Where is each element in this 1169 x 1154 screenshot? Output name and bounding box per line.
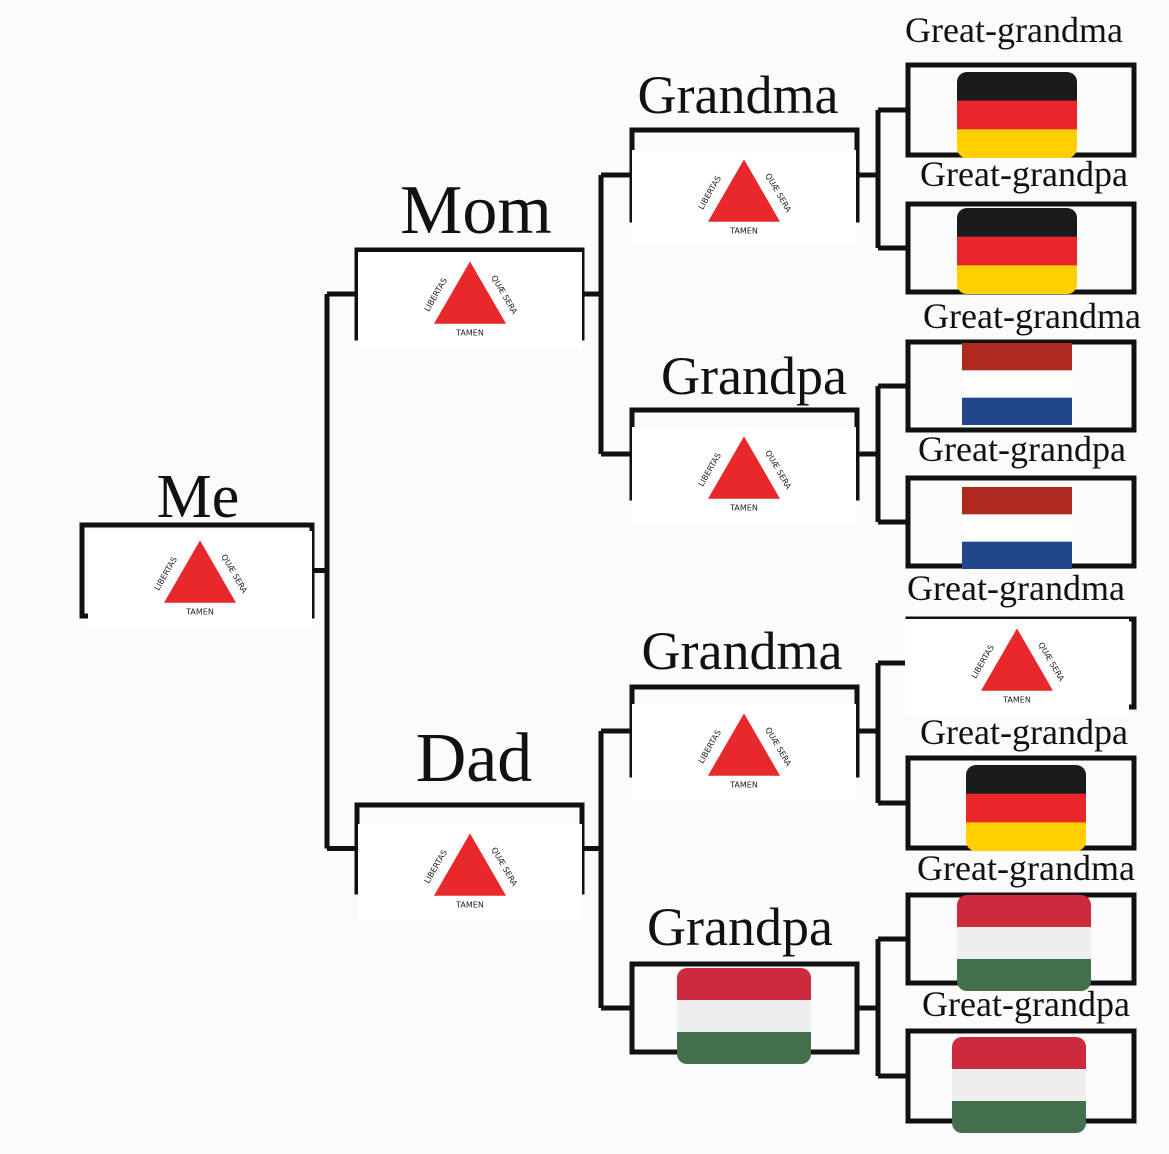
label-me: Me [156, 463, 240, 531]
label-dad: Dad [415, 720, 533, 797]
label-mom-grandma: Grandma [637, 65, 839, 125]
flag-hungary-dad-grandpa-great-grandma [957, 895, 1091, 991]
label-dad-grandma: Grandma [641, 621, 843, 681]
emblem-text-bottom: TAMEN [185, 608, 214, 617]
label-dad-grandma-great-grandpa: Great-grandpa [920, 712, 1128, 752]
emblem-triangle [164, 540, 236, 603]
flag-netherlands-mom-grandpa-great-grandma [962, 343, 1072, 425]
label-mom-grandma-great-grandma: Great-grandma [905, 10, 1123, 50]
flag-germany-mom-grandma-great-grandma [957, 72, 1077, 158]
label-mom-grandma-great-grandpa: Great-grandpa [920, 154, 1128, 194]
emblem-triangle [981, 628, 1053, 691]
label-dad-grandpa: Grandpa [647, 897, 833, 957]
emblem-text-bottom: TAMEN [729, 504, 758, 513]
emblem-triangle [434, 261, 506, 324]
label-dad-grandpa-great-grandma: Great-grandma [917, 848, 1135, 888]
flag-germany-mom-grandma-great-grandpa [957, 208, 1077, 294]
emblem-text-bottom: TAMEN [729, 227, 758, 236]
label-mom-grandpa-great-grandma: Great-grandma [923, 296, 1141, 336]
emblem-text-bottom: TAMEN [1002, 696, 1031, 705]
flag-hungary-dad-grandpa [677, 968, 811, 1064]
emblem-triangle [434, 833, 506, 896]
label-dad-grandma-great-grandma: Great-grandma [907, 568, 1125, 608]
label-mom: Mom [400, 172, 552, 249]
node-box-mom-grandpa-great-grandma [905, 339, 1137, 433]
flag-netherlands-mom-grandpa-great-grandpa [962, 487, 1072, 569]
label-mom-grandpa: Grandpa [661, 346, 847, 406]
emblem-triangle [708, 713, 780, 776]
flag-hungary-dad-grandpa-great-grandpa [952, 1037, 1086, 1133]
flag-germany-dad-grandma-great-grandpa [966, 765, 1086, 851]
emblem-triangle [708, 436, 780, 499]
emblem-triangle [708, 159, 780, 222]
label-mom-grandpa-great-grandpa: Great-grandpa [918, 429, 1126, 469]
emblem-text-bottom: TAMEN [729, 781, 758, 790]
label-dad-grandpa-great-grandpa: Great-grandpa [922, 984, 1130, 1024]
emblem-text-bottom: TAMEN [455, 329, 484, 338]
emblem-text-bottom: TAMEN [455, 901, 484, 910]
